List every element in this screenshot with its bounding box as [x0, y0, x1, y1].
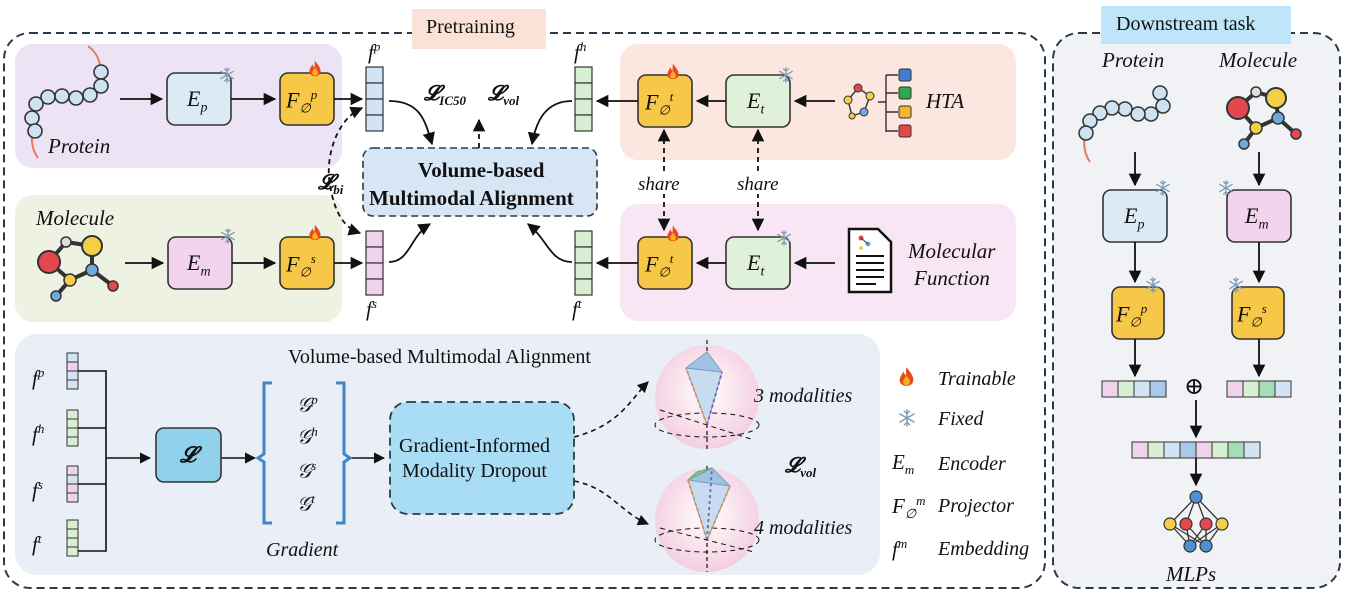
- pretraining-title: Pretraining: [426, 16, 515, 38]
- legend-embedding-text: Embedding: [938, 538, 1030, 560]
- mlp-network-icon: [1163, 490, 1229, 553]
- legend-encoder-text: Encoder: [938, 453, 1006, 475]
- downstream-molecule-projector-label: F∅s: [1237, 301, 1267, 330]
- feature-label-fh: fh: [574, 39, 587, 64]
- legend-trainable-text: Trainable: [938, 368, 1016, 390]
- dropout-box-line1: Gradient-Informed: [399, 435, 551, 457]
- downstream-protein-projector-box: [1111, 286, 1165, 340]
- function-projector-label: F∅t: [645, 251, 674, 280]
- protein-label: Protein: [48, 134, 111, 158]
- gradient-brackets: [255, 381, 353, 525]
- loss-bi: 𝓛bi: [318, 170, 344, 198]
- loss-ic50: 𝓛IC50: [424, 81, 467, 109]
- alignment-box: [362, 147, 598, 217]
- hta-panel: [620, 44, 1016, 160]
- gradient-gs: 𝒢s: [297, 458, 317, 483]
- legend-projector-text: Projector: [938, 495, 1014, 517]
- hta-label: HTA: [926, 89, 965, 113]
- downstream-molecule-embedding: [1226, 380, 1292, 398]
- hta-icon: [843, 68, 912, 138]
- downstream-protein-icon: [1078, 85, 1171, 163]
- feature-vector-fs: [365, 230, 384, 296]
- loss-vol: 𝓛vol: [488, 81, 520, 109]
- downstream-molecule-label: Molecule: [1219, 48, 1298, 72]
- feature-vector-fh: [574, 66, 593, 132]
- dropout-box-line2: Modality Dropout: [402, 460, 547, 482]
- downstream-protein-embedding: [1101, 380, 1167, 398]
- feature-vector-fp: [365, 66, 384, 132]
- pretraining-tag: [412, 9, 546, 49]
- molecule-projector-label: F∅s: [286, 251, 316, 280]
- bottom-panel-title: Volume-based Multimodal Alignment: [288, 346, 591, 368]
- protein-projector-label: F∅p: [286, 87, 318, 116]
- flame-icon: [899, 367, 914, 386]
- downstream-molecule-icon: [1226, 86, 1302, 150]
- gradient-gt: 𝒢t: [297, 491, 315, 516]
- function-label-line2: Function: [914, 266, 990, 290]
- feature-vector-ft: [574, 230, 593, 296]
- gradient-gp: 𝒢p: [297, 392, 318, 417]
- bottom-connectors: [78, 370, 650, 552]
- feature-label-fs: fs: [366, 296, 377, 321]
- sphere-3-label: 3 modalities: [754, 385, 853, 407]
- share-label-2: share: [735, 174, 781, 195]
- bottom-feature-fh: fh: [32, 421, 45, 446]
- molecule-encoder-label: Em: [187, 250, 211, 280]
- feature-label-fp: fp: [368, 39, 381, 64]
- legend-projector-symbol: F∅m: [892, 493, 926, 522]
- sphere-3-modalities: [654, 340, 760, 452]
- concat-symbol: ⊕: [1184, 374, 1205, 400]
- bottom-loss-vol: 𝓛vol: [785, 453, 817, 481]
- function-label-line1: Molecular: [908, 239, 996, 263]
- legend-fixed-text: Fixed: [938, 408, 984, 430]
- alignment-box-line2: Multimodal Alignment: [369, 186, 574, 210]
- share-label-1: share: [636, 174, 682, 195]
- downstream-title: Downstream task: [1116, 13, 1256, 35]
- loss-box-label: 𝓛: [180, 442, 196, 467]
- downstream-concat-embedding: [1131, 441, 1261, 459]
- loss-box: [155, 427, 222, 483]
- legend-embedding-symbol: fm: [892, 536, 908, 561]
- gradient-label: Gradient: [266, 539, 339, 561]
- bottom-feature-vectors: [66, 352, 79, 557]
- downstream-protein-label: Protein: [1102, 48, 1165, 72]
- hta-projector-label: F∅t: [645, 89, 674, 118]
- bottom-feature-ft: ft: [32, 531, 42, 556]
- downstream-arrows: [1128, 152, 1266, 487]
- bottom-feature-fp: fp: [32, 365, 45, 390]
- legend-encoder-symbol: Em: [892, 450, 915, 478]
- downstream-protein-projector-label: F∅p: [1116, 301, 1148, 330]
- mlp-label: MLPs: [1166, 562, 1217, 586]
- gradient-gh: 𝒢h: [297, 424, 318, 449]
- molecule-icon: [37, 235, 119, 302]
- document-icon: [847, 227, 893, 294]
- hta-encoder-label: Et: [747, 88, 765, 118]
- snowflake-icon: [899, 409, 915, 427]
- downstream-molecule-encoder-label: Em: [1245, 203, 1269, 233]
- downstream-tag: [1101, 6, 1291, 44]
- sphere-4-label: 4 modalities: [754, 517, 853, 539]
- bottom-feature-fs: fs: [32, 477, 43, 502]
- molecule-label: Molecule: [36, 206, 115, 230]
- alignment-box-line1: Volume-based: [418, 158, 545, 182]
- protein-encoder-label: Ep: [187, 86, 208, 116]
- downstream-protein-encoder-label: Ep: [1124, 203, 1145, 233]
- feature-label-ft: ft: [572, 296, 582, 321]
- dropout-box: [389, 401, 575, 515]
- protein-chain-icon: [24, 45, 109, 159]
- sphere-4-modalities: [654, 466, 760, 572]
- function-encoder-label: Et: [747, 250, 765, 280]
- downstream-molecule-projector-box: [1231, 286, 1285, 340]
